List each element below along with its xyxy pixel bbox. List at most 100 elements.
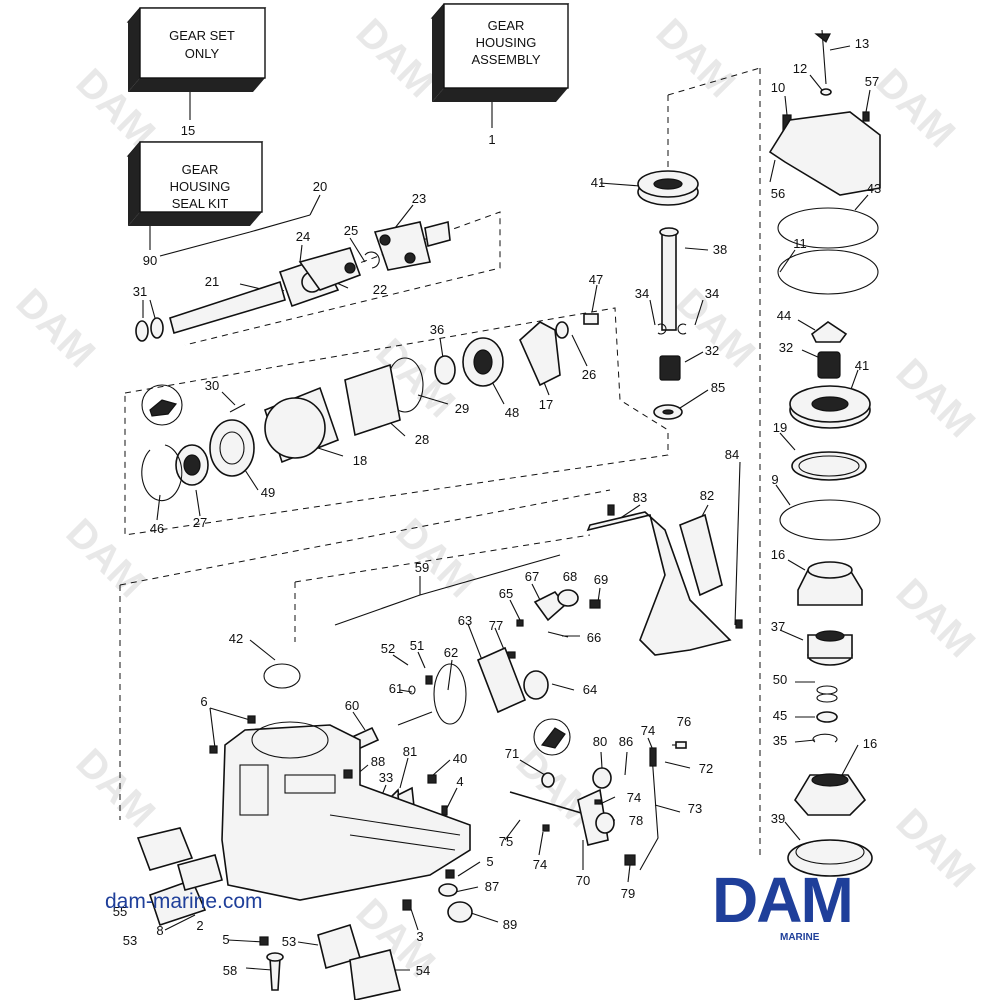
part-label: 38	[713, 242, 727, 257]
part-label: 65	[499, 586, 513, 601]
part-label: 30	[205, 378, 219, 393]
box-line: SEAL KIT	[172, 196, 229, 211]
website-text[interactable]: dam-marine.com	[105, 890, 263, 913]
anode-plates	[136, 827, 401, 1000]
part-label: 60	[345, 698, 359, 713]
logo-subtext: MARINE	[780, 932, 820, 943]
part-label: 90	[143, 253, 157, 268]
part-label: 55	[113, 904, 127, 919]
part-label: 25	[344, 223, 358, 238]
part-label: 82	[700, 488, 714, 503]
part-label: 11	[793, 236, 807, 251]
part-label: 34	[705, 286, 719, 301]
part-label: 77	[489, 618, 503, 633]
part-label: 37	[771, 619, 785, 634]
part-label: 52	[381, 641, 395, 656]
part-label: 28	[415, 432, 429, 447]
part-label: 33	[379, 770, 393, 785]
watermark-text: DAM	[888, 801, 984, 897]
part-label: 50	[773, 672, 787, 687]
part-label: 16	[771, 547, 785, 562]
part-label: 74	[533, 857, 547, 872]
o-rings-31	[135, 317, 164, 342]
propshaft-bearing-parts	[141, 313, 599, 502]
part-label: 57	[865, 74, 879, 89]
part-label: 53	[123, 933, 137, 948]
dashed-outlines	[119, 67, 761, 860]
box-line: ASSEMBLY	[471, 52, 540, 67]
watermark-text: DAM	[888, 351, 984, 447]
part-label: 4	[456, 774, 463, 789]
logo-text: DAM	[712, 864, 852, 936]
shift-cover-83	[586, 504, 743, 656]
part-label: 51	[410, 638, 424, 653]
part-label: 31	[133, 284, 147, 299]
gear-housing-assembly-box: GEAR HOUSING ASSEMBLY	[430, 3, 570, 128]
part-label: 20	[313, 179, 327, 194]
part-label: 61	[389, 681, 403, 696]
part-label: 40	[453, 751, 467, 766]
part-label: 18	[353, 453, 367, 468]
part-label: 78	[629, 813, 643, 828]
box-line: GEAR	[182, 162, 219, 177]
part-label: 84	[725, 447, 739, 462]
pinion-shaft-parts	[637, 170, 699, 420]
part-label: 74	[627, 790, 641, 805]
watermark-text: DAM	[648, 11, 744, 107]
part-label: 23	[412, 191, 426, 206]
part-label: 29	[455, 401, 469, 416]
part-label: 68	[563, 569, 577, 584]
watermark-text: DAM	[68, 741, 164, 837]
part-label: 63	[458, 613, 472, 628]
part-label: 6	[200, 694, 207, 709]
part-label: 32	[705, 343, 719, 358]
part-label: 66	[587, 630, 601, 645]
box-line: GEAR	[488, 18, 525, 33]
part-label: 12	[793, 61, 807, 76]
part-label: 48	[505, 405, 519, 420]
part-label: 1	[488, 132, 495, 147]
part-label: 67	[525, 569, 539, 584]
part-label: 49	[261, 485, 275, 500]
part-label: 64	[583, 682, 597, 697]
watermark-text: DAM	[388, 511, 484, 607]
part-label: 75	[499, 834, 513, 849]
part-label: 73	[688, 801, 702, 816]
part-label: 17	[539, 397, 553, 412]
dam-marine-logo: DAM MARINE	[712, 864, 854, 943]
part-label: 88	[371, 754, 385, 769]
box-line: HOUSING	[170, 179, 231, 194]
part-label: 58	[223, 963, 237, 978]
seal-kit-box: GEAR HOUSING SEAL KIT	[126, 141, 264, 250]
part-label: 62	[444, 645, 458, 660]
part-label: 56	[771, 186, 785, 201]
part-label: 45	[773, 708, 787, 723]
part-label: 2	[196, 918, 203, 933]
part-label: 26	[582, 367, 596, 382]
watermark-text: DAM	[348, 11, 444, 107]
part-label: 47	[589, 272, 603, 287]
part-label: 85	[711, 380, 725, 395]
gear-housing-body	[209, 715, 473, 991]
part-label: 83	[633, 490, 647, 505]
part-label: 72	[699, 761, 713, 776]
part-label: 32	[779, 340, 793, 355]
part-label: 5	[486, 854, 493, 869]
box-line: ONLY	[185, 46, 220, 61]
watermark-text: DAM	[888, 571, 984, 667]
part-label: 80	[593, 734, 607, 749]
part-label: 15	[181, 123, 195, 138]
box-line: GEAR SET	[169, 28, 235, 43]
part-label: 70	[576, 873, 590, 888]
part-label: 34	[635, 286, 649, 301]
part-label: 21	[205, 274, 219, 289]
watermark-text: DAM	[58, 511, 154, 607]
part-label: 42	[229, 631, 243, 646]
part-label: 76	[677, 714, 691, 729]
part-label: 9	[771, 472, 778, 487]
part-label: 10	[771, 80, 785, 95]
box-line: HOUSING	[476, 35, 537, 50]
part-label: 44	[777, 308, 791, 323]
part-label: 71	[505, 746, 519, 761]
